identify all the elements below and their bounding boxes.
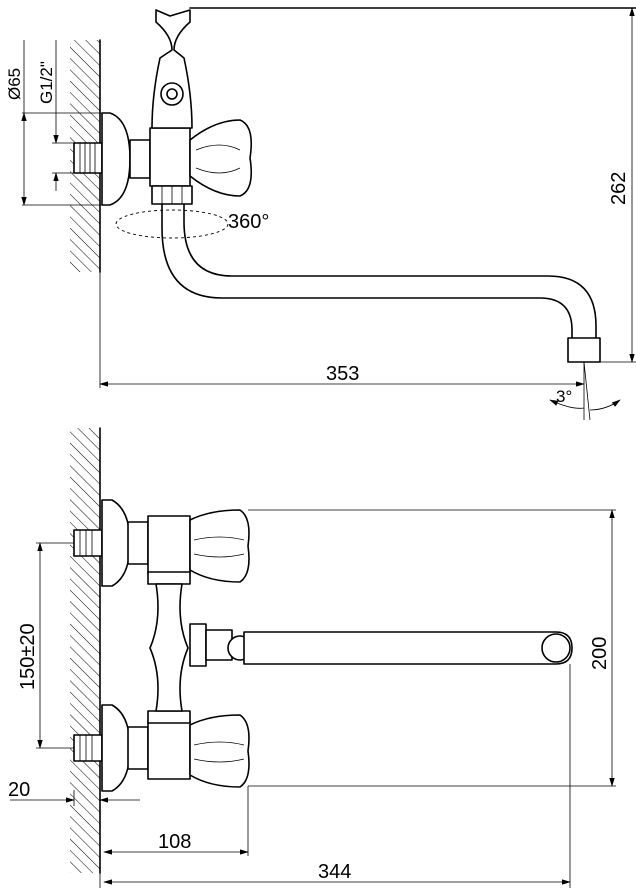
diameter-label: Ø65: [5, 68, 24, 100]
thread-label: G1/2": [37, 61, 56, 104]
spout-mount: [189, 623, 207, 667]
bridge-body: [149, 583, 189, 712]
nut-lower: [147, 710, 191, 724]
height-label-side: 262: [608, 172, 630, 205]
valve-body-upper: [147, 515, 191, 575]
threaded-nipple-upper: [73, 529, 103, 557]
angle-label: 3°: [556, 387, 572, 406]
spout-front: [243, 631, 573, 665]
rotation-ellipse: [115, 209, 229, 239]
spacing-label: 150±20: [17, 623, 39, 690]
handle-label: 108: [158, 831, 191, 853]
shower-holder: [151, 9, 193, 129]
threaded-nipple-top: [73, 142, 103, 174]
wall-hatch-bottom: [70, 428, 100, 873]
connector-top: [129, 139, 151, 179]
height-label-front: 200: [589, 637, 611, 670]
handle-top: [189, 119, 253, 197]
aerator-side: [567, 337, 601, 363]
side-view: Ø65 G1/2" 360°: [5, 7, 636, 421]
handle-lower: [189, 714, 250, 788]
front-view: 150±20 200 20 108 344: [8, 427, 616, 888]
spout-outlet: [541, 633, 571, 663]
valve-body-lower: [147, 720, 191, 780]
length-label-front: 344: [318, 861, 351, 883]
rotation-label: 360°: [228, 211, 269, 233]
threaded-nipple-lower: [73, 734, 103, 762]
offset-label: 20: [8, 779, 30, 801]
nut-upper: [147, 571, 191, 585]
length-label-side: 353: [326, 363, 359, 385]
handle-upper: [189, 509, 250, 583]
spout-side: [161, 203, 573, 341]
escutcheon-upper: [101, 499, 131, 587]
angle-arc: [549, 399, 585, 409]
escutcheon-lower: [101, 704, 131, 792]
escutcheon-top: [101, 112, 131, 206]
